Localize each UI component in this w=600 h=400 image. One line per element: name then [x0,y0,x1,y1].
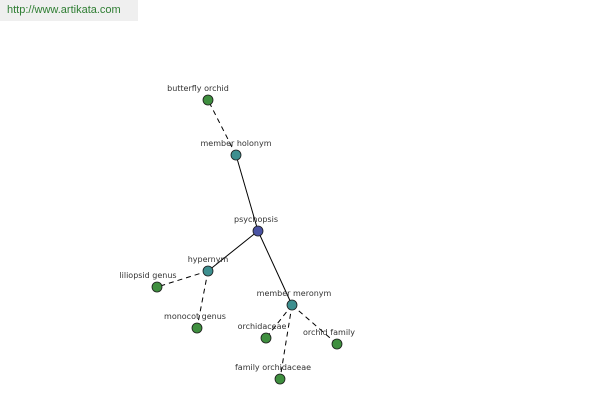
edge-psychopsis-to-member-holonym [235,154,259,232]
node-orchid-family-circle[interactable] [331,338,343,350]
edge-hypernym-to-monocot-genus [196,270,209,329]
node-liliopsid-genus-circle[interactable] [151,281,163,293]
node-member-meronym-circle[interactable] [286,299,298,311]
node-hypernym-label: hypernym [188,255,229,264]
node-hypernym[interactable]: hypernym [188,255,229,277]
edge-psychopsis-to-member-meronym [257,230,293,306]
node-psychopsis-label: psychopsis [234,215,278,224]
edge-psychopsis-to-hypernym [207,230,259,272]
source-url-banner: http://www.artikata.com [0,0,138,21]
node-orchid-family[interactable]: orchid family [303,328,355,350]
edge-member-holonym-to-butterfly-orchid [207,99,237,156]
node-psychopsis-circle[interactable] [252,225,264,237]
node-family-orchidaceae[interactable]: family orchidaceae [235,363,311,385]
edges-layer [156,99,338,380]
node-member-meronym-label: member meronym [257,289,332,298]
edge-member-meronym-to-orchid-family [291,304,338,345]
node-member-holonym-label: member holonym [200,139,271,148]
node-family-orchidaceae-label: family orchidaceae [235,363,311,372]
node-monocot-genus-circle[interactable] [191,322,203,334]
node-butterfly-orchid-circle[interactable] [202,94,214,106]
node-orchidaceae-circle[interactable] [260,332,272,344]
node-orchidaceae[interactable]: orchidaceae [238,322,287,344]
nodes-layer: psychopsis member holonym hypernym member m… [119,84,355,385]
node-member-meronym[interactable]: member meronym [257,289,332,311]
node-butterfly-orchid-label: butterfly orchid [167,84,229,93]
node-family-orchidaceae-circle[interactable] [274,373,286,385]
node-member-holonym[interactable]: member holonym [200,139,272,161]
edge-member-meronym-to-family-orchidaceae [279,304,293,380]
node-hypernym-circle[interactable] [202,265,214,277]
node-monocot-genus[interactable]: monocot genus [164,312,226,334]
node-liliopsid-genus-label: liliopsid genus [119,271,176,280]
edge-member-meronym-to-orchidaceae [265,304,293,339]
node-butterfly-orchid[interactable]: butterfly orchid [167,84,229,106]
node-monocot-genus-label: monocot genus [164,312,226,321]
node-psychopsis[interactable]: psychopsis [234,215,278,237]
node-orchid-family-label: orchid family [303,328,355,337]
node-orchidaceae-label: orchidaceae [238,322,287,331]
node-member-holonym-circle[interactable] [230,149,242,161]
source-url-link[interactable]: http://www.artikata.com [7,4,121,16]
node-liliopsid-genus[interactable]: liliopsid genus [119,271,177,293]
